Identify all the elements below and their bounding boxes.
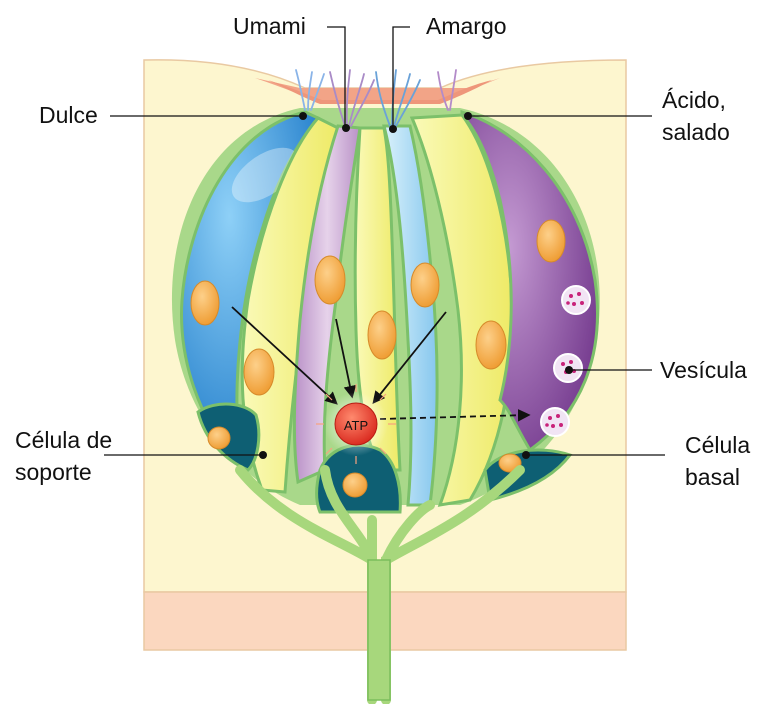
vesicle — [541, 408, 569, 436]
label-acido-salado: Ácido, salado — [662, 84, 730, 148]
vesicle — [562, 286, 590, 314]
label-acido-line1: Ácido, — [662, 84, 730, 116]
nucleus — [476, 321, 506, 369]
nucleus — [411, 263, 439, 307]
label-dulce: Dulce — [39, 99, 98, 131]
nucleus — [191, 281, 219, 325]
nucleus — [315, 256, 345, 304]
nucleus — [537, 220, 565, 262]
connection-dot — [342, 124, 350, 132]
label-basal-line1: Célula — [685, 429, 750, 461]
label-soporte-line1: Célula de — [15, 424, 112, 456]
label-acido-line2: salado — [662, 116, 730, 148]
label-soporte-line2: soporte — [15, 456, 112, 488]
atp-release: ATP — [316, 384, 396, 464]
atp-label: ATP — [344, 418, 368, 433]
label-basal-line2: basal — [685, 461, 750, 493]
nucleus — [368, 311, 396, 359]
label-celula-soporte: Célula de soporte — [15, 424, 112, 488]
nerve-trunk — [368, 560, 390, 700]
label-vesicula: Vesícula — [660, 354, 747, 386]
nucleus — [244, 349, 274, 395]
nucleus — [208, 427, 230, 449]
label-umami: Umami — [233, 10, 306, 42]
label-amargo: Amargo — [426, 10, 507, 42]
nucleus — [343, 473, 367, 497]
label-celula-basal: Célula basal — [685, 429, 750, 493]
